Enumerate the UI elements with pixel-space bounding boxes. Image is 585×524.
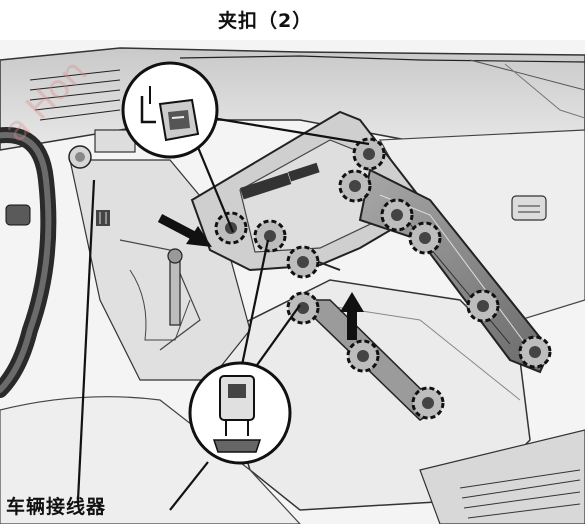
center-console xyxy=(0,279,585,524)
vehicle-connector-part xyxy=(96,210,110,226)
clip-marker xyxy=(286,245,320,279)
clip-marker xyxy=(466,289,500,323)
clip-location-markers xyxy=(214,137,552,420)
clip-detail-inset-top xyxy=(121,61,219,159)
clip-marker xyxy=(253,219,287,253)
removal-arrow xyxy=(157,214,212,247)
switch-slot xyxy=(288,162,320,182)
switch-slot xyxy=(240,172,292,200)
clip-marker xyxy=(346,339,380,373)
clip-callout-label: 夹扣（2） xyxy=(218,10,313,32)
clip-marker xyxy=(518,335,552,369)
clip-marker xyxy=(380,198,414,232)
clip-marker xyxy=(408,221,442,255)
clip-marker xyxy=(352,137,386,171)
lift-arrow xyxy=(340,292,364,340)
clip-marker xyxy=(338,169,372,203)
clip-marker xyxy=(411,386,445,420)
clip-marker xyxy=(286,291,320,325)
steering-wheel xyxy=(0,127,57,398)
right-side-clip-bracket xyxy=(511,195,547,221)
vehicle-connector-label: 车辆接线器 xyxy=(6,496,107,518)
clip-detail-inset-bottom xyxy=(188,361,292,465)
shift-lever xyxy=(169,254,181,326)
